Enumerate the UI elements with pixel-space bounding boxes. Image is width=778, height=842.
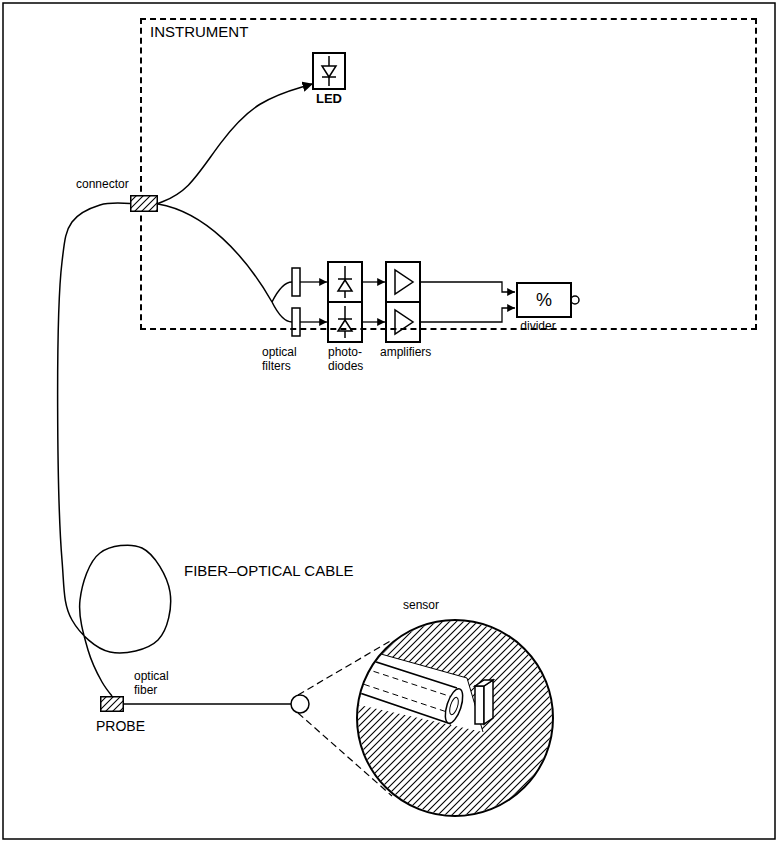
magnify-spot bbox=[291, 695, 309, 713]
photodiode-symbol bbox=[338, 280, 352, 291]
photodiode-label: photo- diodes bbox=[328, 346, 374, 374]
drawn-polygon bbox=[475, 680, 493, 686]
fiber-connector: connector bbox=[76, 178, 158, 212]
fiber-branch bbox=[272, 282, 292, 302]
drawn-rect bbox=[131, 196, 158, 212]
light-arrow bbox=[300, 321, 327, 322]
fiber-connector-line bbox=[158, 84, 312, 204]
signal-wire bbox=[362, 321, 385, 322]
light-arrow bbox=[300, 281, 327, 282]
led-source: LED bbox=[312, 52, 346, 110]
drawn-rect bbox=[475, 686, 484, 724]
drawn-rect bbox=[355, 618, 555, 818]
optical-filter bbox=[292, 268, 300, 296]
amplifier-symbol bbox=[395, 310, 413, 334]
amplifier-label: amplifiers bbox=[380, 346, 431, 360]
outer-frame bbox=[3, 3, 775, 839]
instrument-housing: INSTRUMENTLED%divider bbox=[140, 18, 757, 330]
divider-symbol: % bbox=[516, 282, 572, 318]
signal-wire bbox=[420, 308, 515, 322]
diode-symbol bbox=[314, 54, 344, 88]
drawn-ellipse bbox=[442, 687, 466, 726]
drawn-line bbox=[355, 644, 483, 732]
probe-fiber bbox=[124, 703, 291, 705]
optical-filter bbox=[292, 308, 300, 336]
sensor-drawing bbox=[355, 618, 555, 818]
photodiode-symbol bbox=[338, 266, 352, 298]
drawn-line bbox=[322, 66, 336, 77]
probe-connector: PROBE bbox=[96, 696, 156, 736]
drawn-polygon bbox=[355, 644, 483, 732]
drawn-line bbox=[322, 76, 336, 78]
drawn-line bbox=[355, 652, 457, 724]
connector-symbol bbox=[100, 696, 124, 712]
led-source-outline bbox=[312, 52, 346, 90]
probe-label: PROBE bbox=[96, 718, 145, 734]
signal-wire bbox=[362, 281, 385, 282]
signal-wire bbox=[420, 282, 515, 292]
drawn-polygon bbox=[484, 680, 493, 724]
fiber-connector-line bbox=[58, 203, 171, 696]
divider-label: divider bbox=[504, 320, 572, 334]
sensor-label: sensor bbox=[403, 599, 439, 613]
amplifier-box bbox=[386, 302, 420, 342]
drawn-polygon bbox=[355, 652, 457, 724]
output-terminal bbox=[571, 296, 579, 304]
drawing-group bbox=[355, 618, 555, 818]
led-label: LED bbox=[297, 92, 361, 107]
fiber-branch bbox=[272, 302, 292, 322]
fiber-branch bbox=[158, 204, 272, 302]
filter-label: optical filters bbox=[262, 346, 312, 374]
divider-box: %divider bbox=[516, 282, 572, 338]
drawn-rect bbox=[101, 697, 124, 712]
drawn-ellipse bbox=[448, 696, 460, 715]
connector-symbol bbox=[130, 195, 158, 212]
photodiode-box bbox=[328, 262, 362, 302]
connector-label: connector bbox=[76, 178, 129, 192]
fiber-label: optical fiber bbox=[134, 670, 186, 698]
sensor-detail: sensor bbox=[355, 618, 555, 818]
photodiode-box bbox=[328, 302, 362, 342]
drawn-rect bbox=[101, 697, 124, 712]
drawn-rect bbox=[131, 196, 158, 212]
cable-label: FIBER–OPTICAL CABLE bbox=[184, 562, 354, 579]
amplifier-symbol bbox=[395, 270, 413, 294]
amplifier-box bbox=[386, 262, 420, 302]
drawn-circle bbox=[357, 620, 553, 816]
housing-heading: INSTRUMENT bbox=[150, 23, 248, 40]
photodiode-symbol bbox=[338, 306, 352, 338]
